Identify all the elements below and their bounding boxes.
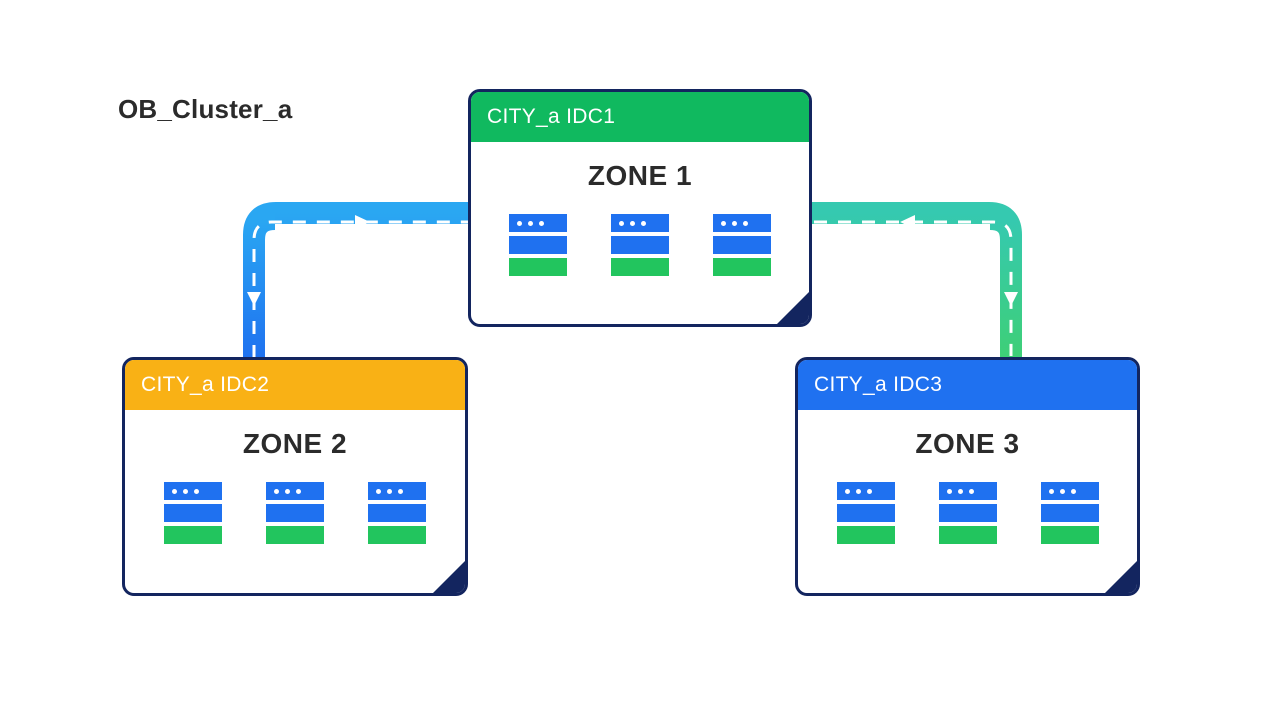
- server-node[interactable]: [938, 482, 997, 544]
- cluster-title: OB_Cluster_a: [118, 94, 293, 124]
- server-bottom-bar: [266, 526, 324, 544]
- server-node[interactable]: [611, 214, 669, 276]
- server-led-icon: [866, 488, 872, 494]
- server-top-bar: [509, 214, 567, 232]
- server-bottom-bar: [836, 526, 895, 544]
- server-node[interactable]: [266, 482, 324, 544]
- server-led-icon: [743, 220, 748, 226]
- server-led-icon: [285, 488, 290, 494]
- server-led-icon: [528, 220, 533, 226]
- server-mid-bar: [611, 236, 669, 254]
- server-mid-bar: [164, 504, 222, 522]
- server-mid-bar: [1040, 504, 1099, 522]
- idc-card-idc2[interactable]: CITY_a IDC2 ZONE 2: [122, 357, 468, 596]
- server-led-icon: [194, 488, 199, 494]
- server-led-icon: [855, 488, 861, 494]
- idc1-folded-corner: [776, 291, 809, 324]
- idc2-header: CITY_a IDC2: [125, 360, 465, 410]
- server-node[interactable]: [164, 482, 222, 544]
- idc2-folded-corner: [432, 560, 465, 593]
- server-top-bar: [266, 482, 324, 500]
- server-top-bar: [713, 214, 771, 232]
- server-led-icon: [968, 488, 974, 494]
- server-mid-bar: [938, 504, 997, 522]
- server-top-bar: [1040, 482, 1099, 500]
- server-led-icon: [517, 220, 522, 226]
- idc-card-idc3[interactable]: CITY_a IDC3 ZONE 3: [795, 357, 1140, 596]
- server-bottom-bar: [368, 526, 426, 544]
- idc1-server-row: [471, 214, 809, 276]
- server-led-icon: [376, 488, 381, 494]
- server-node[interactable]: [368, 482, 426, 544]
- server-mid-bar: [368, 504, 426, 522]
- server-led-icon: [183, 488, 188, 494]
- idc1-header-label: CITY_a IDC1: [487, 105, 616, 128]
- server-node[interactable]: [1040, 482, 1099, 544]
- idc3-header: CITY_a IDC3: [798, 360, 1137, 410]
- server-led-icon: [844, 488, 850, 494]
- server-bottom-bar: [1040, 526, 1099, 544]
- server-bottom-bar: [164, 526, 222, 544]
- server-led-icon: [946, 488, 952, 494]
- server-led-icon: [630, 220, 635, 226]
- server-bottom-bar: [509, 258, 567, 276]
- server-led-icon: [957, 488, 963, 494]
- server-led-icon: [387, 488, 392, 494]
- idc3-folded-corner: [1104, 560, 1137, 593]
- server-led-icon: [1059, 488, 1065, 494]
- idc3-server-row: [798, 482, 1137, 544]
- server-bottom-bar: [713, 258, 771, 276]
- idc2-header-label: CITY_a IDC2: [141, 373, 270, 396]
- server-led-icon: [1048, 488, 1054, 494]
- server-top-bar: [368, 482, 426, 500]
- server-led-icon: [296, 488, 301, 494]
- server-led-icon: [619, 220, 624, 226]
- server-bottom-bar: [938, 526, 997, 544]
- server-led-icon: [732, 220, 737, 226]
- idc3-zone-title: ZONE 3: [915, 428, 1020, 459]
- server-led-icon: [1070, 488, 1076, 494]
- link-idc1-idc3: [790, 202, 1022, 358]
- server-top-bar: [611, 214, 669, 232]
- idc1-header: CITY_a IDC1: [471, 92, 809, 142]
- server-node[interactable]: [713, 214, 771, 276]
- server-mid-bar: [509, 236, 567, 254]
- server-top-bar: [938, 482, 997, 500]
- idc3-header-label: CITY_a IDC3: [814, 373, 943, 396]
- server-led-icon: [721, 220, 726, 226]
- server-top-bar: [164, 482, 222, 500]
- idc2-zone-title: ZONE 2: [242, 428, 348, 459]
- server-mid-bar: [836, 504, 895, 522]
- idc1-zone-title: ZONE 1: [587, 160, 693, 191]
- server-led-icon: [641, 220, 646, 226]
- server-node[interactable]: [836, 482, 895, 544]
- server-mid-bar: [266, 504, 324, 522]
- idc2-server-row: [125, 482, 465, 544]
- link-idc2-idc1: [243, 202, 500, 360]
- server-node[interactable]: [509, 214, 567, 276]
- idc-card-idc1[interactable]: CITY_a IDC1 ZONE 1: [468, 89, 812, 327]
- server-led-icon: [398, 488, 403, 494]
- server-led-icon: [274, 488, 279, 494]
- server-mid-bar: [713, 236, 771, 254]
- server-top-bar: [836, 482, 895, 500]
- link-idc2-idc3: [466, 467, 800, 489]
- server-bottom-bar: [611, 258, 669, 276]
- server-led-icon: [539, 220, 544, 226]
- server-led-icon: [172, 488, 177, 494]
